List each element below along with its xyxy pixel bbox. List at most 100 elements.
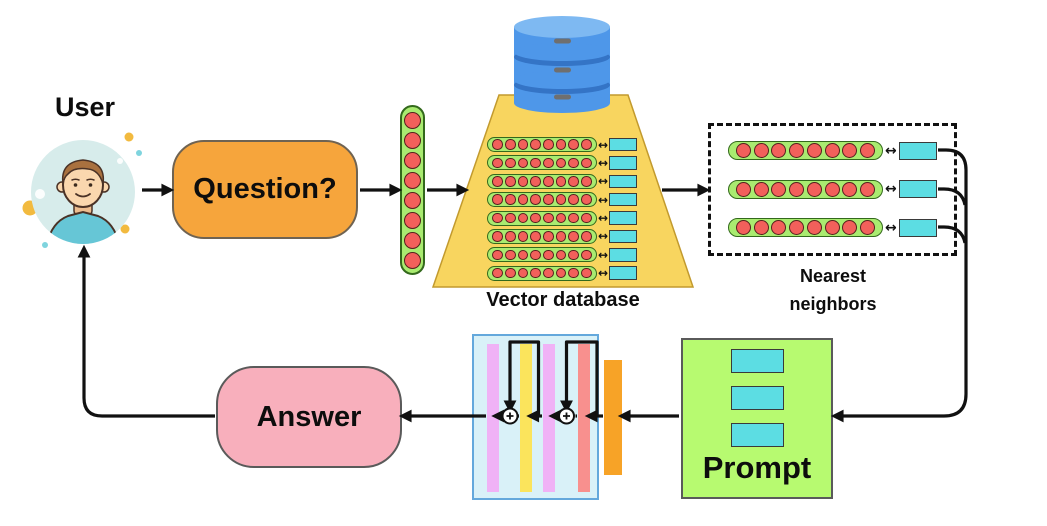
- vector-dot: [581, 249, 592, 261]
- vector-dot: [404, 131, 421, 149]
- vector-dot: [555, 212, 567, 224]
- prompt-chunks: [730, 349, 784, 447]
- vector-dot: [517, 176, 529, 187]
- vector-dot: [404, 211, 421, 229]
- residual-add-icon: [501, 407, 519, 425]
- text-chunk-rect: [609, 174, 638, 189]
- question-label: Question?: [193, 173, 337, 205]
- embedding-vector-pill: [487, 228, 597, 244]
- vector-dot: [404, 171, 421, 189]
- vector-dot: [568, 194, 579, 205]
- vector-dot: [505, 176, 516, 187]
- text-chunk-rect: [609, 156, 638, 170]
- bidirectional-arrow-icon: ↔: [598, 192, 609, 207]
- answer-node: Answer: [216, 366, 402, 468]
- text-chunk-rect: [898, 180, 937, 198]
- vector-dot: [543, 176, 554, 187]
- vector-dot: [860, 143, 876, 158]
- vector-dot: [842, 143, 858, 158]
- vector-dot: [581, 157, 592, 169]
- vector-dot: [735, 181, 751, 197]
- connector-neighbor2: [938, 187, 967, 206]
- bidirectional-arrow-icon: ↔: [885, 219, 897, 236]
- vector-db-label: Vector database: [486, 289, 640, 311]
- vector-dot: [824, 143, 840, 158]
- embedding-vector-pill: [728, 141, 883, 160]
- vector-dot: [505, 249, 516, 261]
- text-chunk-rect: [609, 248, 638, 262]
- vector-dot: [404, 251, 421, 269]
- vector-dot: [581, 176, 592, 187]
- vector-dot: [404, 111, 421, 129]
- db-slot-dash-icon: [554, 67, 571, 73]
- prompt-chunk-rect: [730, 349, 784, 373]
- vector-db-rows: ↔↔↔↔↔↔↔↔: [487, 137, 638, 281]
- vector-dot: [860, 181, 876, 197]
- vector-dot: [517, 194, 529, 205]
- vector-dot: [517, 249, 529, 261]
- nearest-neighbors-rows: ↔↔↔: [728, 141, 937, 237]
- vector-dot: [492, 212, 503, 224]
- db-slot-dash-icon: [554, 38, 571, 44]
- text-chunk-rect: [609, 137, 638, 152]
- embedding-row: ↔: [487, 173, 638, 189]
- vector-dot: [492, 231, 503, 242]
- vector-dot: [404, 231, 421, 249]
- user-avatar-illustration: [31, 140, 135, 244]
- embedding-row: ↔: [487, 192, 638, 208]
- embedding-vector-pill: [487, 247, 597, 263]
- vector-dot: [517, 157, 529, 169]
- vector-dot: [753, 181, 769, 197]
- vector-dot: [505, 157, 516, 169]
- vector-dot: [530, 231, 541, 242]
- residual-skip-connection-2: [560, 340, 599, 416]
- vector-dot: [581, 267, 592, 279]
- text-chunk-rect: [609, 192, 638, 207]
- embedding-vector-pill: [487, 137, 597, 152]
- vector-dot: [492, 157, 503, 169]
- embedding-vector-pill: [728, 179, 883, 199]
- vector-dot: [789, 143, 805, 158]
- vector-dot: [771, 181, 787, 197]
- vector-dot: [568, 176, 579, 187]
- bidirectional-arrow-icon: ↔: [598, 174, 609, 189]
- vector-dot: [555, 194, 567, 205]
- vector-dot: [543, 231, 554, 242]
- embedding-vector-pill: [728, 218, 883, 237]
- vector-dot: [568, 139, 579, 150]
- embedding-row: ↔: [487, 247, 638, 263]
- vector-dot: [505, 194, 516, 205]
- vector-dot: [505, 231, 516, 242]
- vector-dot: [555, 231, 567, 242]
- nearest-neighbors-label: Nearest neighbors: [751, 263, 915, 319]
- embedding-vector-pill: [487, 173, 597, 189]
- vector-dot: [581, 139, 592, 150]
- vector-dot: [530, 157, 541, 169]
- vector-dot: [735, 220, 751, 235]
- embedding-row: ↔: [728, 179, 937, 199]
- vector-dot: [735, 143, 751, 158]
- vector-dot: [517, 139, 529, 150]
- embedding-vector-pill: [487, 265, 597, 281]
- bidirectional-arrow-icon: ↔: [598, 247, 609, 262]
- arrow-answer-to-user-loop: [77, 244, 215, 418]
- vector-dot: [530, 212, 541, 224]
- text-chunk-rect: [609, 266, 638, 280]
- embedding-row: ↔: [487, 228, 638, 244]
- vector-dot: [568, 212, 579, 224]
- embedding-vector-pill: [487, 210, 597, 226]
- prompt-chunk-rect: [730, 386, 784, 410]
- vector-dot: [568, 231, 579, 242]
- vector-dot: [753, 143, 769, 158]
- vector-dot: [492, 267, 503, 279]
- vector-dot: [842, 181, 858, 197]
- vector-dot: [492, 176, 503, 187]
- user-label: User: [54, 92, 116, 122]
- vector-dot: [492, 139, 503, 150]
- vector-dot: [568, 249, 579, 261]
- vector-dot: [806, 220, 822, 235]
- vector-dot: [771, 143, 787, 158]
- vector-dot: [771, 220, 787, 235]
- user-avatar: [28, 137, 138, 247]
